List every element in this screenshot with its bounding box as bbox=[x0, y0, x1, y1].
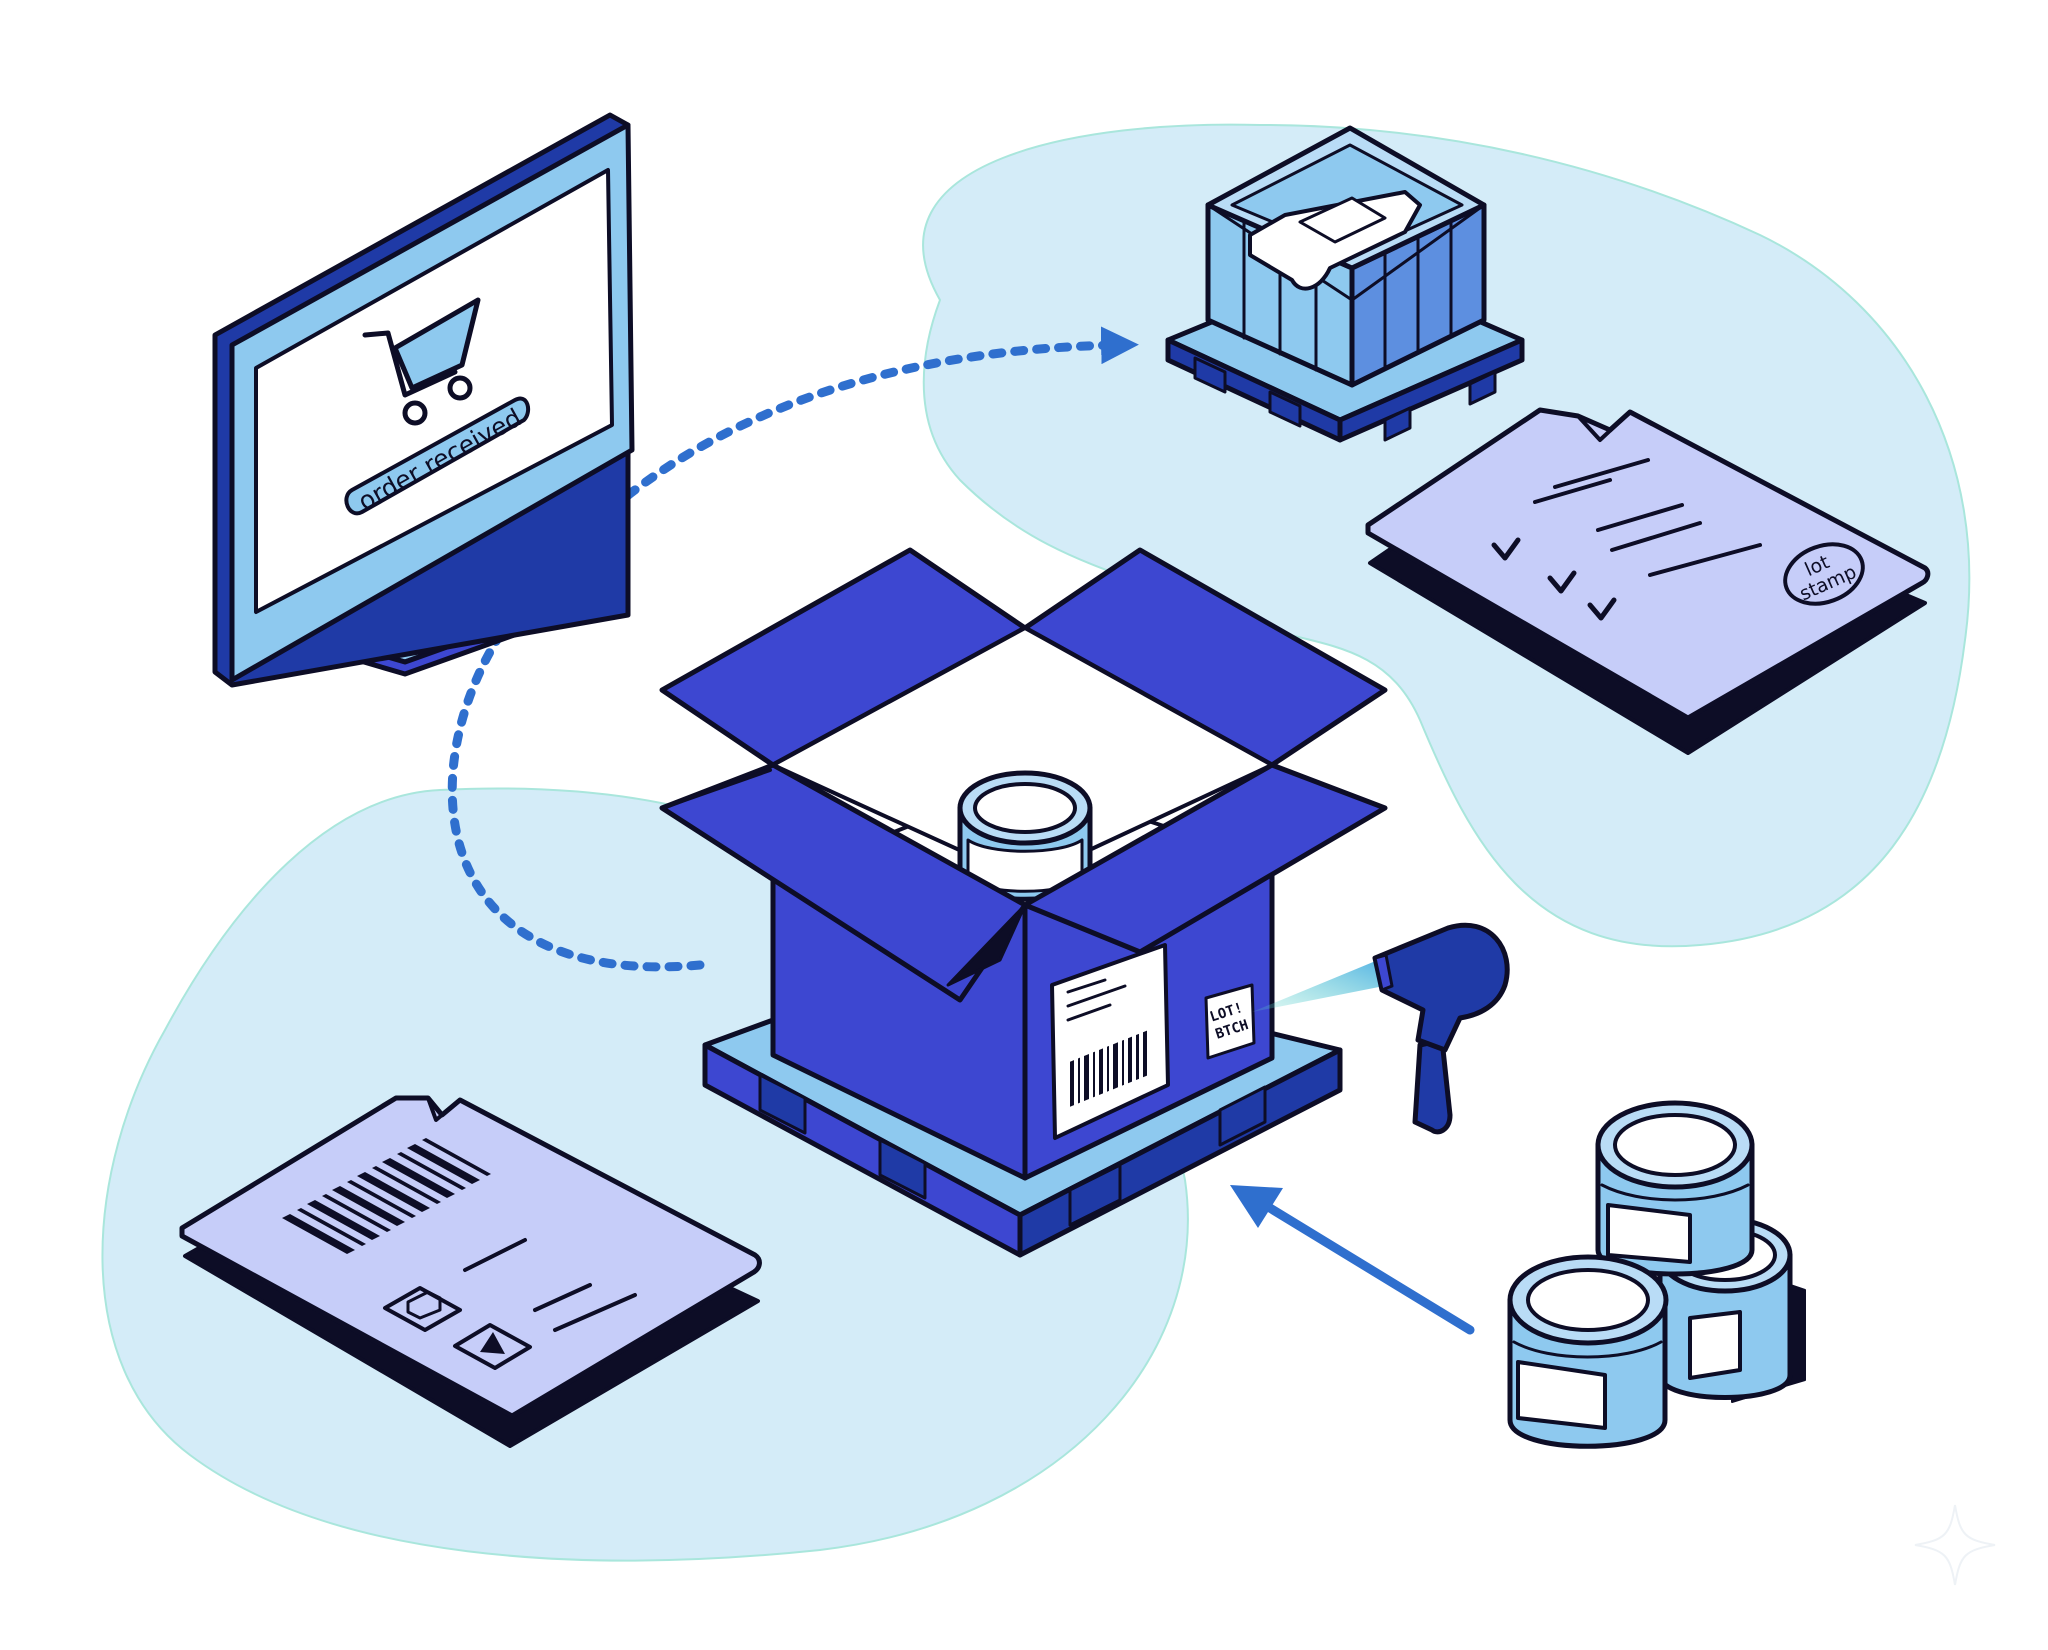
barcode-scanner-icon bbox=[1372, 922, 1510, 1135]
jar-stack bbox=[1507, 1100, 1806, 1449]
svg-text:LOT! BTCH: LOT! BTCH bbox=[1208, 997, 1259, 1042]
shipping-document bbox=[179, 1095, 762, 1448]
jar-icon bbox=[1595, 1100, 1755, 1277]
sparkle-mark bbox=[1914, 1504, 1996, 1586]
scanner-beam bbox=[1252, 960, 1384, 1012]
wooden-crate-icon bbox=[1165, 125, 1525, 443]
main-open-box: LOT! BTCH bbox=[659, 547, 1388, 1258]
solid-arrow-head bbox=[1230, 1185, 1283, 1228]
barcode-icon bbox=[282, 1138, 491, 1254]
lot-stamp: lot stamp bbox=[1783, 542, 1865, 606]
box-barcode bbox=[1070, 1030, 1147, 1107]
shopping-cart-icon bbox=[362, 297, 481, 426]
jar-icon bbox=[1507, 1254, 1669, 1449]
solid-arrow-inbound bbox=[1260, 1200, 1475, 1335]
checklist-document-icon: lot stamp bbox=[1365, 407, 1931, 755]
container-icon bbox=[383, 1286, 462, 1332]
box-flap-front-right bbox=[1022, 762, 1388, 955]
computer-monitor: order received bbox=[212, 112, 635, 688]
lot-sticker: LOT! BTCH bbox=[1204, 983, 1259, 1060]
barcode-icon bbox=[1050, 943, 1170, 1140]
warning-icon bbox=[453, 1323, 532, 1370]
